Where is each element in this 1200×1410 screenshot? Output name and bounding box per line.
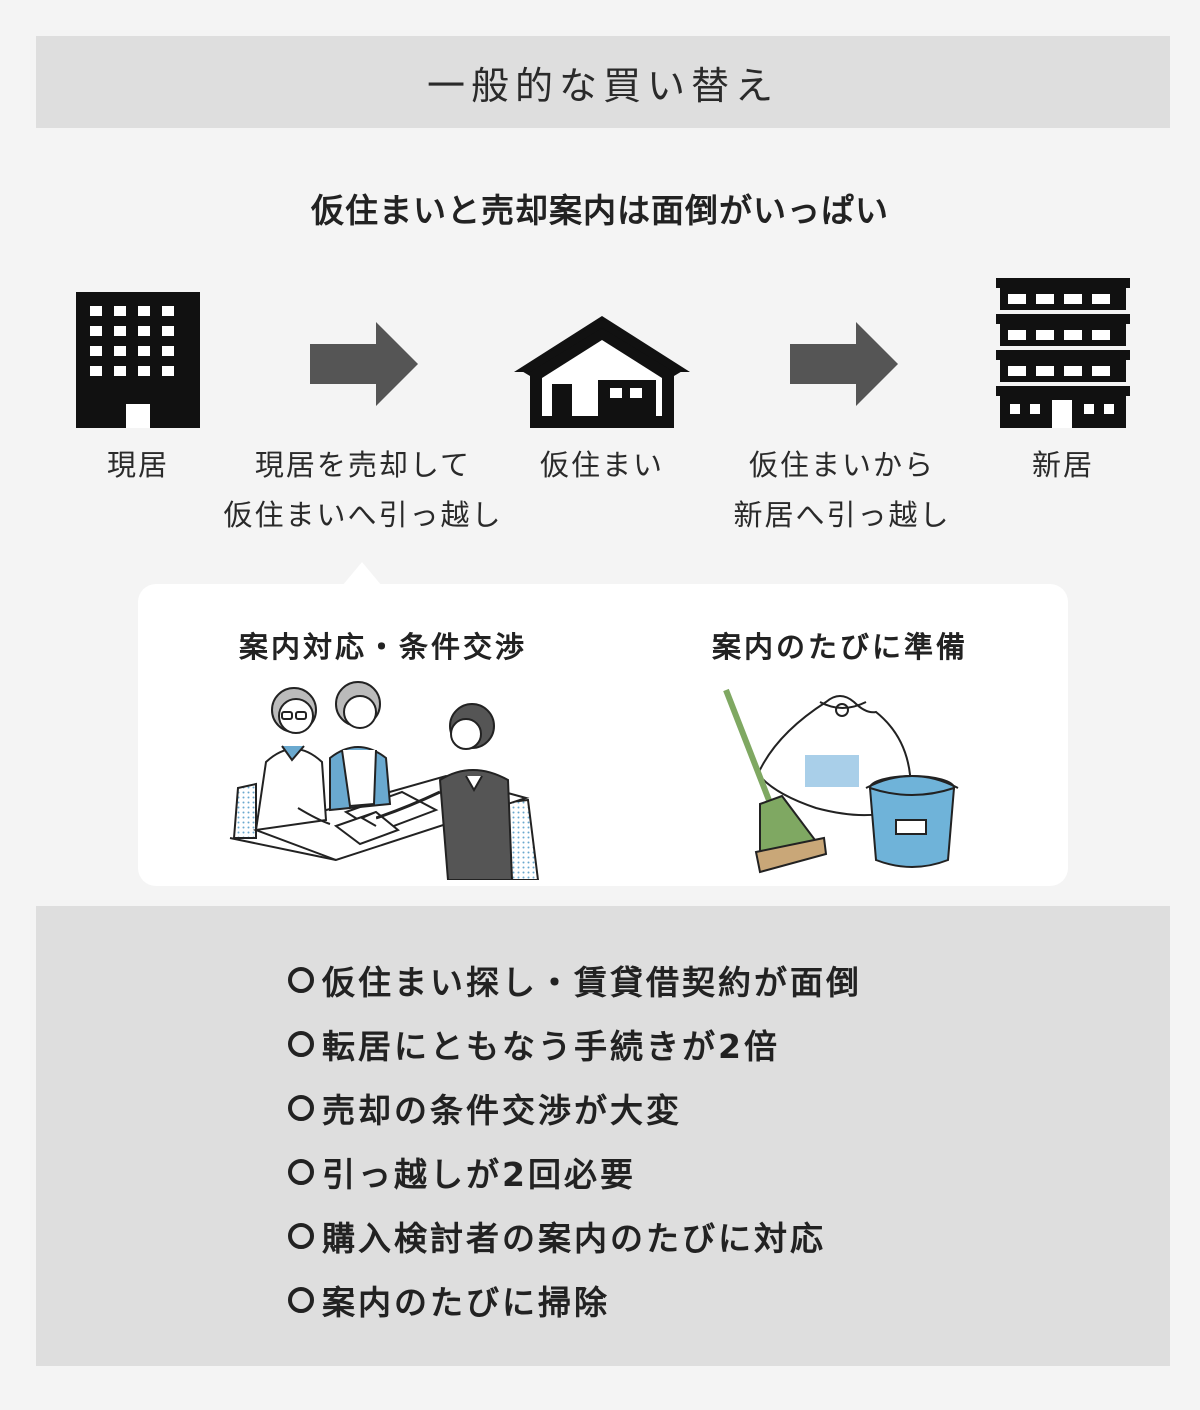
subtitle: 仮住まいと売却案内は面倒がいっぱい: [311, 191, 889, 230]
circle-icon: [288, 1223, 314, 1249]
right-arrow-icon: [790, 322, 898, 406]
circle-icon: [288, 967, 314, 993]
office-building-icon: [76, 292, 200, 428]
caption-new-home: 新居: [1031, 448, 1094, 482]
issues-box: [36, 906, 1170, 1366]
right-arrow-icon: [310, 322, 418, 406]
cleaning-supplies-illustration: [723, 688, 959, 874]
caption-step1-line1: 現居を売却して: [254, 448, 472, 482]
circle-icon: [288, 1159, 314, 1185]
list-item: 売却の条件交渉が大変: [288, 1076, 862, 1140]
list-item: 転居にともなう手続きが2倍: [288, 1012, 862, 1076]
caption-current-home: 現居: [106, 448, 169, 482]
panel-right-title: 案内のたびに準備: [711, 630, 968, 664]
circle-icon: [288, 1031, 314, 1057]
caption-step1-line2: 仮住まいへ引っ越し: [223, 498, 503, 532]
caption-step2-line2: 新居へ引っ越し: [733, 498, 951, 532]
apartment-icon: [996, 278, 1130, 428]
list-item: 案内のたびに掃除: [288, 1268, 862, 1332]
caption-temp-home: 仮住まい: [539, 448, 664, 482]
page-title: 一般的な買い替え: [426, 63, 779, 108]
circle-icon: [288, 1095, 314, 1121]
meeting-illustration: [229, 681, 540, 880]
caption-step2-line1: 仮住まいから: [748, 448, 935, 482]
title-bar: 一般的な買い替え: [36, 36, 1170, 128]
list-item: 仮住まい探し・賃貸借契約が面倒: [288, 948, 862, 1012]
panel-left-title: 案内対応・条件交渉: [238, 630, 527, 664]
issues-list: 仮住まい探し・賃貸借契約が面倒 転居にともなう手続きが2倍 売却の条件交渉が大変…: [288, 948, 862, 1332]
list-item: 引っ越しが2回必要: [288, 1140, 862, 1204]
house-icon: [514, 316, 690, 428]
circle-icon: [288, 1287, 314, 1313]
list-item: 購入検討者の案内のたびに対応: [288, 1204, 862, 1268]
panel-pointer: [342, 562, 382, 586]
